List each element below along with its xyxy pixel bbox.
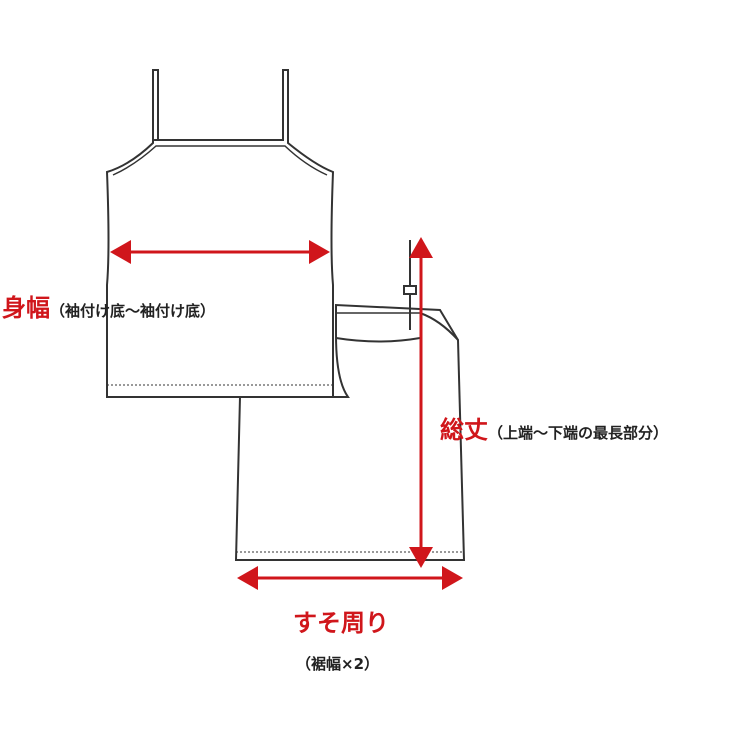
total-length-label: 総丈（上端〜下端の最長部分）: [440, 410, 668, 445]
body-width-note: （袖付け底〜袖付け底）: [50, 302, 216, 320]
total-length-note: （上端〜下端の最長部分）: [488, 424, 669, 442]
hem-note: （裾幅×2）: [296, 655, 380, 673]
front-camisole-outline: [105, 69, 335, 398]
hem-note-label: （裾幅×2）: [296, 653, 379, 674]
total-length-title: 総丈: [440, 416, 488, 444]
body-width-title: 身幅: [2, 294, 50, 322]
body-width-label: 身幅（袖付け底〜袖付け底）: [2, 288, 215, 323]
hem-label: すそ周り: [293, 603, 389, 638]
hem-title: すそ周り: [293, 609, 389, 637]
